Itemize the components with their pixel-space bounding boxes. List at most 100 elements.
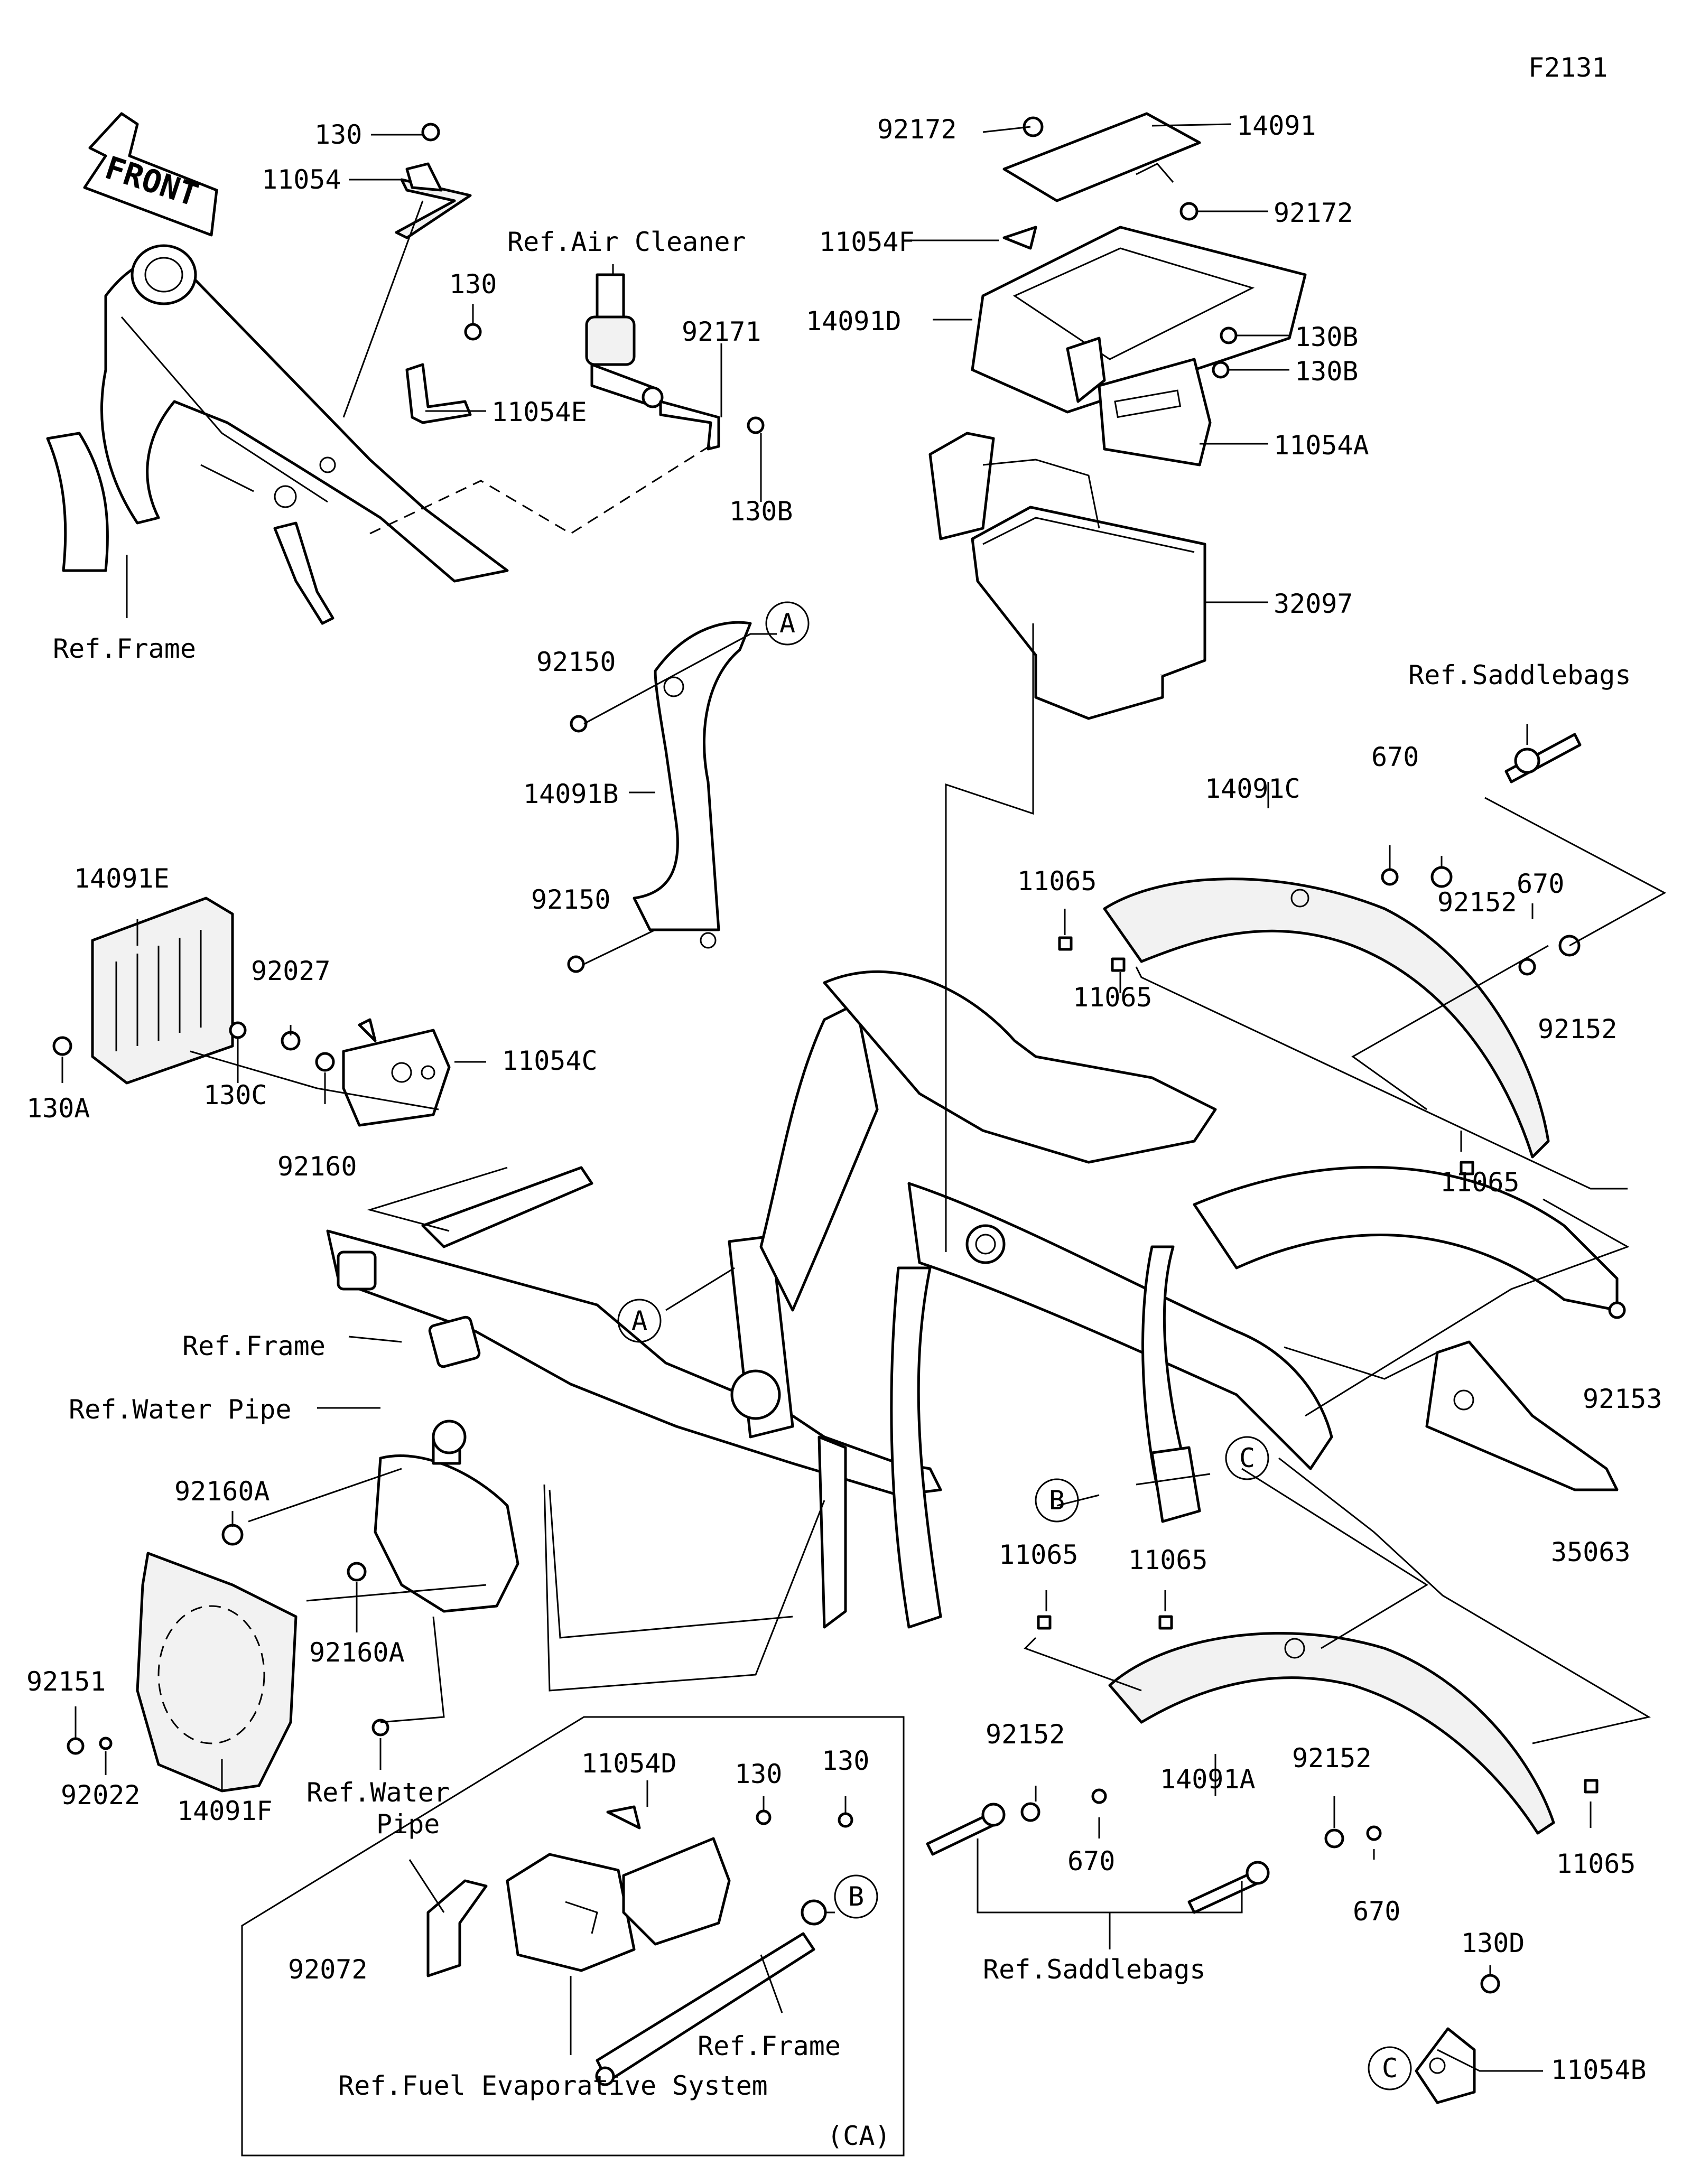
battery-case-32097 <box>928 432 1206 720</box>
callout-b-ca-label: B <box>848 1881 864 1912</box>
bolt-92151 <box>67 1737 85 1755</box>
label-92150-b: 92150 <box>531 884 611 915</box>
grommet-92160a-b <box>347 1562 367 1582</box>
label-92153: 92153 <box>1583 1384 1662 1414</box>
callout-c-mid: C <box>1225 1436 1269 1480</box>
grommet-92160a-a <box>221 1524 244 1546</box>
label-ref-saddlebags-bottom: Ref.Saddlebags <box>983 1954 1205 1985</box>
callout-a-mid: A <box>617 1299 662 1343</box>
ca-variant-box <box>241 1716 905 2157</box>
label-11054f: 11054F <box>819 227 915 257</box>
label-14091f: 14091F <box>177 1796 273 1826</box>
tool-lid-14091 <box>1002 112 1201 202</box>
screw-92172-b <box>1179 202 1198 221</box>
label-670-d: 670 <box>1353 1896 1400 1927</box>
main-frame-illustration <box>326 970 1619 1629</box>
label-ref-water-pipe-top: Ref.Water Pipe <box>69 1394 291 1425</box>
label-130b-1: 130B <box>1295 322 1358 352</box>
label-ref-frame-mid: Ref.Frame <box>182 1331 326 1361</box>
label-ref-water-pipe-l1: Ref.Water <box>306 1777 450 1808</box>
label-92072: 92072 <box>288 1954 368 1985</box>
bracket-11054b <box>1415 1974 1500 2104</box>
label-92160a-b: 92160A <box>309 1637 405 1668</box>
label-11065-e: 11065 <box>1128 1545 1208 1575</box>
label-14091c: 14091C <box>1205 773 1300 804</box>
cover-14091f <box>136 1552 298 1793</box>
bracket-11054e <box>405 323 482 424</box>
label-130-mid: 130 <box>449 269 497 300</box>
label-92152-c: 92152 <box>986 1719 1065 1750</box>
bolt-130c <box>229 1021 247 1039</box>
label-130-top: 130 <box>314 119 362 150</box>
label-11054e: 11054E <box>491 397 587 427</box>
saddlebag-hardware <box>926 733 1599 1914</box>
label-130-ca1: 130 <box>735 1759 782 1789</box>
label-11065-b: 11065 <box>1073 982 1153 1013</box>
label-130d: 130D <box>1461 1928 1525 1958</box>
label-14091: 14091 <box>1237 110 1316 141</box>
leader-lines <box>61 123 1667 2072</box>
label-92152-a: 92152 <box>1437 887 1517 918</box>
label-130b-2: 130B <box>1295 356 1358 387</box>
bracket-14091b <box>633 621 752 949</box>
label-11054: 11054 <box>262 164 341 195</box>
cover-14091e <box>91 897 234 1085</box>
label-11065-f: 11065 <box>1556 1849 1636 1879</box>
part-labels: 130 11054 130 11054E Ref.Air Cleaner 921… <box>26 110 1662 2101</box>
label-ref-saddlebags-top: Ref.Saddlebags <box>1408 660 1631 690</box>
fender-stay-14091c <box>1103 878 1550 1159</box>
bolt-130a <box>52 1036 72 1056</box>
figure-code: F2131 <box>1528 52 1608 83</box>
callout-a-mid-label: A <box>631 1305 647 1336</box>
label-14091b: 14091B <box>523 779 619 809</box>
bracket-11054 <box>395 123 472 239</box>
label-32097: 32097 <box>1274 589 1353 619</box>
label-ref-frame-top: Ref.Frame <box>53 633 196 664</box>
fender-stay-14091a <box>1108 1631 1555 1835</box>
label-130-ca2: 130 <box>822 1746 869 1776</box>
label-92022: 92022 <box>61 1780 141 1810</box>
label-14091a: 14091A <box>1160 1764 1256 1795</box>
front-arrow-icon: FRONT <box>83 112 218 237</box>
label-92172-b: 92172 <box>1274 198 1353 228</box>
label-ref-frame-ca: Ref.Frame <box>698 2031 841 2061</box>
bracket-11054c <box>342 1018 451 1127</box>
label-11054a: 11054A <box>1274 430 1369 461</box>
label-92171: 92171 <box>682 316 761 347</box>
screw-92150-a <box>570 715 588 733</box>
label-130b-air: 130B <box>729 496 793 527</box>
label-92151: 92151 <box>26 1666 106 1697</box>
label-92172-a: 92172 <box>877 114 957 145</box>
label-11065-c: 11065 <box>1440 1167 1520 1198</box>
label-92027: 92027 <box>251 956 331 986</box>
label-ref-fuel-evap: Ref.Fuel Evaporative System <box>338 2070 768 2101</box>
frame-neck-illustration <box>46 244 509 625</box>
label-670-c: 670 <box>1067 1846 1115 1877</box>
callout-c-bottom: C <box>1368 2046 1412 2090</box>
bolt-water-pipe <box>371 1719 389 1737</box>
label-11065-d: 11065 <box>999 1539 1079 1570</box>
label-11054c: 11054C <box>502 1046 598 1076</box>
label-11065-a: 11065 <box>1017 866 1097 897</box>
toolbox-14091d <box>971 226 1307 414</box>
label-130a: 130A <box>26 1093 90 1124</box>
bracket-35063 <box>1425 1301 1626 1491</box>
callout-a-top-label: A <box>779 608 795 639</box>
ca-box-label: (CA) <box>827 2121 890 2151</box>
screw-92150-b <box>567 955 585 973</box>
label-14091e: 14091E <box>74 863 170 894</box>
callout-c-bottom-label: C <box>1382 2053 1398 2084</box>
label-130c: 130C <box>203 1080 267 1110</box>
label-92152-d: 92152 <box>1292 1743 1372 1774</box>
label-670-a: 670 <box>1371 742 1419 772</box>
collar-92160 <box>315 1052 335 1072</box>
callout-b-mid-label: B <box>1049 1485 1065 1516</box>
washer-92022 <box>99 1737 113 1750</box>
label-92152-b: 92152 <box>1538 1014 1618 1044</box>
callout-a-top: A <box>765 601 810 646</box>
label-14091d: 14091D <box>806 306 902 337</box>
callout-b-mid: B <box>1035 1478 1079 1523</box>
label-670-b: 670 <box>1517 869 1564 899</box>
label-11054d: 11054D <box>581 1748 677 1779</box>
